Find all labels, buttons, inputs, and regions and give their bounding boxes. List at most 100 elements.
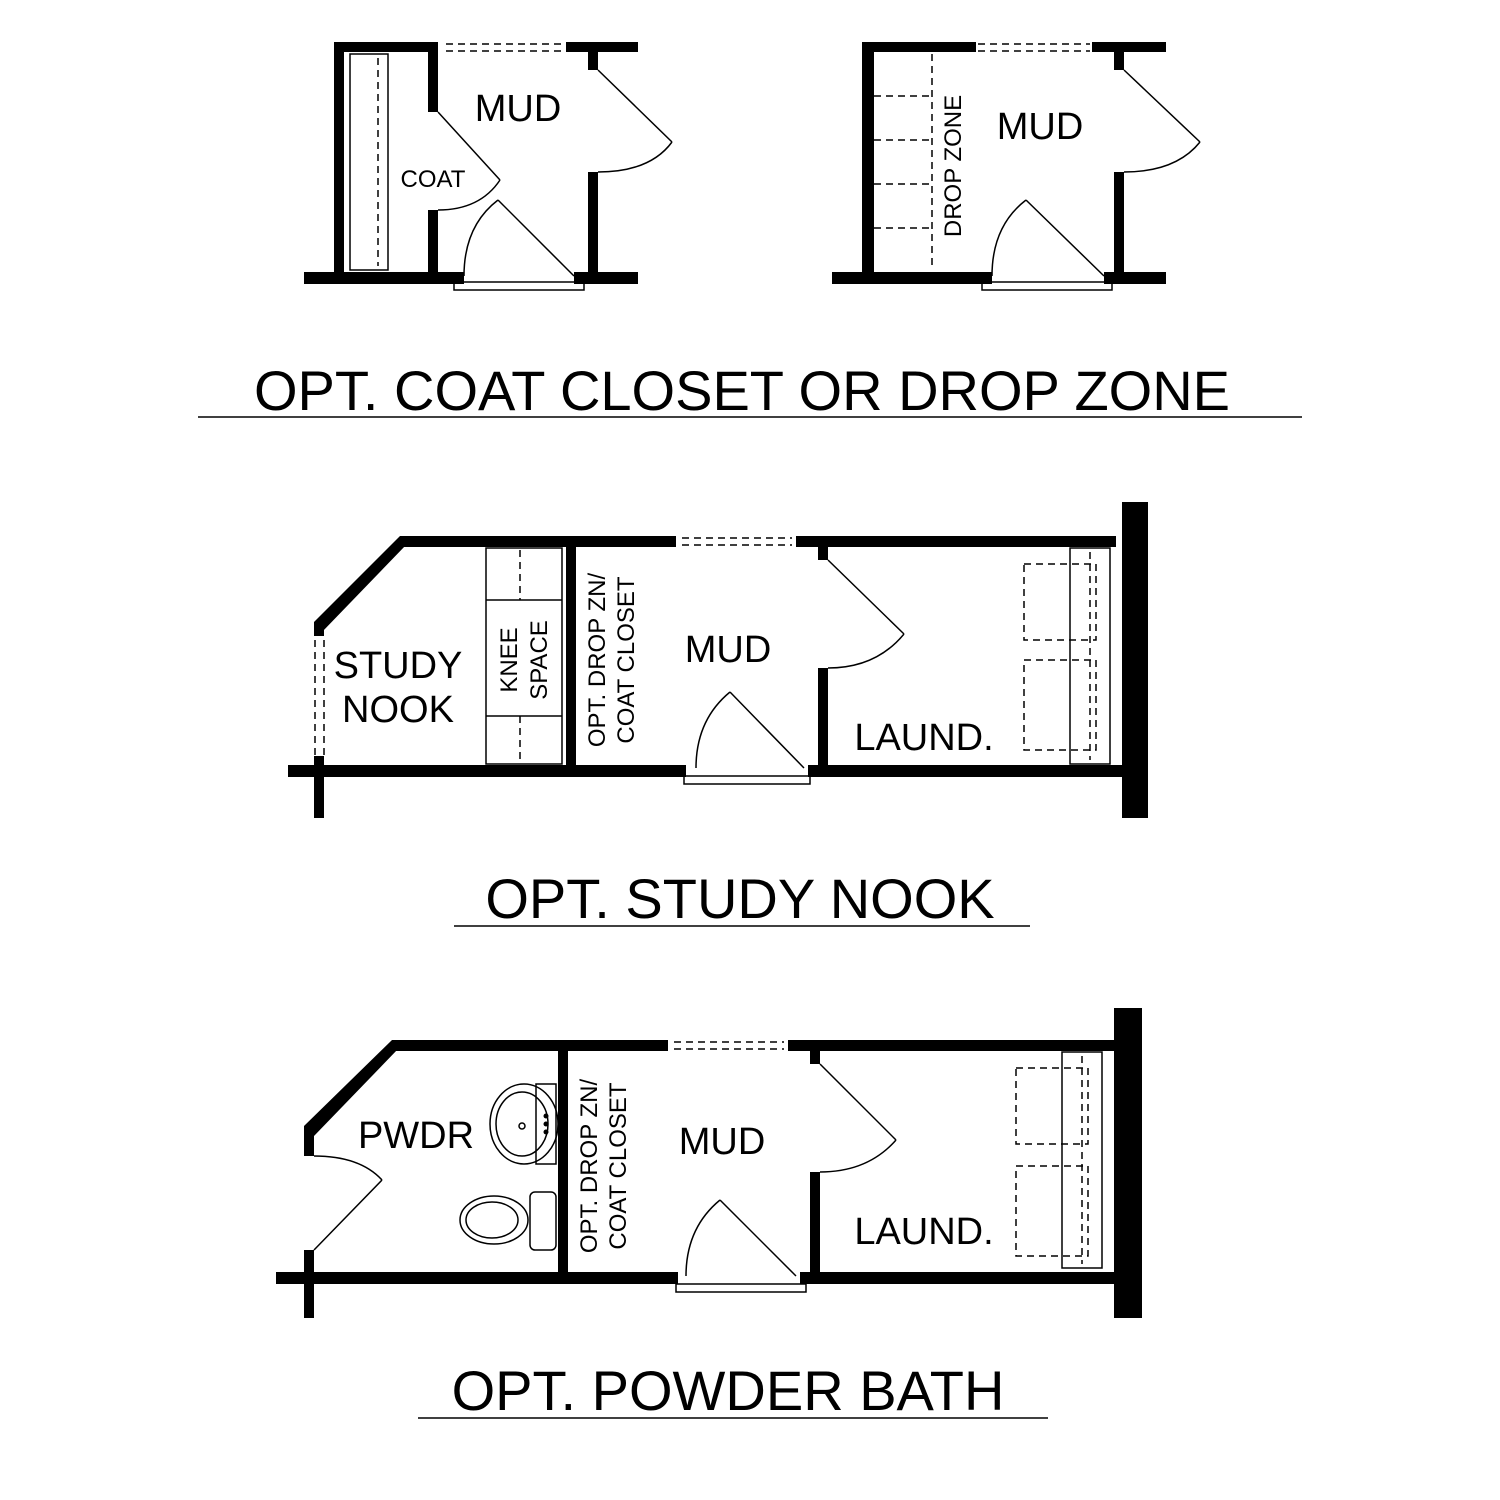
wall <box>826 536 1116 547</box>
wall <box>428 42 438 112</box>
coat-shelf <box>349 53 389 271</box>
plan-powder-bath: PWDR OPT. DROP ZN/ COAT CLOSET MUD LAUND… <box>276 1008 1142 1318</box>
wall <box>314 622 324 636</box>
room-label-drop-line1: OPT. DROP ZN/ <box>576 1079 603 1254</box>
title-coat-closet-or-drop-zone: OPT. COAT CLOSET OR DROP ZONE <box>254 359 1230 422</box>
vanity <box>535 1083 557 1165</box>
entry-door-swing <box>463 199 499 277</box>
wall <box>566 536 576 776</box>
wall <box>428 210 438 284</box>
wall <box>1122 502 1148 818</box>
room-label-coat: COAT <box>401 166 466 193</box>
desk <box>485 547 563 765</box>
wall <box>276 1272 678 1284</box>
room-label-mud: MUD <box>997 106 1084 148</box>
wall <box>304 1126 314 1156</box>
wall <box>810 1172 820 1282</box>
wall <box>288 765 686 777</box>
wall <box>334 42 438 52</box>
wall <box>1114 42 1124 70</box>
side-door-swing <box>1123 141 1201 173</box>
washer <box>1023 563 1097 641</box>
wall <box>862 42 874 282</box>
laundry-counter <box>1061 1051 1103 1269</box>
toilet-tank <box>529 1191 557 1251</box>
faucet <box>543 1121 549 1127</box>
sink <box>489 1083 559 1165</box>
wall <box>818 536 828 560</box>
entry-door-swing <box>685 1199 721 1277</box>
room-label-pwdr: PWDR <box>358 1115 474 1157</box>
title-study-nook: OPT. STUDY NOOK <box>485 867 994 930</box>
laundry-door-swing <box>819 1139 897 1173</box>
threshold <box>981 281 1113 291</box>
wall <box>566 42 638 52</box>
wall <box>314 756 324 818</box>
entry-door <box>719 1199 797 1277</box>
wall <box>800 1272 1114 1284</box>
room-label-mud: MUD <box>685 629 772 671</box>
room-label-study-line1: STUDY <box>334 645 463 687</box>
plan-drop-zone: MUD DROP ZONE <box>832 42 1201 291</box>
wall <box>818 668 828 776</box>
drain <box>518 1122 526 1130</box>
wall <box>788 1040 820 1051</box>
laundry-door-swing <box>827 633 905 669</box>
faucet <box>543 1129 549 1135</box>
room-label-knee-line2: SPACE <box>526 620 553 700</box>
wall <box>810 1040 820 1064</box>
powder-door <box>313 1179 383 1251</box>
side-door <box>1123 69 1201 143</box>
plan-study-nook: STUDY NOOK KNEE SPACE OPT. DROP ZN/ COAT… <box>288 502 1148 818</box>
wall <box>304 272 464 284</box>
room-label-laund: LAUND. <box>854 1211 993 1253</box>
laundry-door <box>819 1063 897 1141</box>
room-label-drop-line1: OPT. DROP ZN/ <box>584 573 611 748</box>
toilet-seat <box>465 1201 519 1239</box>
wall <box>558 1040 568 1284</box>
laundry-door <box>827 559 905 635</box>
threshold <box>683 775 811 785</box>
wall <box>588 42 598 70</box>
wall <box>808 765 1122 777</box>
laundry-counter <box>1069 547 1111 765</box>
washer <box>1015 1067 1089 1145</box>
entry-door-swing <box>991 199 1027 277</box>
side-door <box>597 69 673 143</box>
entry-door <box>1025 199 1105 277</box>
dryer <box>1023 659 1097 751</box>
wall <box>588 172 598 282</box>
sink-basin <box>495 1091 549 1157</box>
room-label-knee-line1: KNEE <box>496 627 523 692</box>
powder-door-swing <box>313 1155 383 1181</box>
room-label-drop-line2: COAT CLOSET <box>605 1082 632 1249</box>
room-label-drop-zone: DROP ZONE <box>940 95 967 237</box>
entry-door <box>497 199 575 277</box>
closet-door <box>437 111 501 181</box>
entry-door <box>729 691 805 769</box>
entry-door-swing <box>695 691 731 769</box>
room-label-study-line2: NOOK <box>342 689 454 731</box>
room-label-laund: LAUND. <box>854 717 993 759</box>
wall <box>832 272 992 284</box>
wall <box>1104 272 1166 284</box>
threshold <box>675 1283 807 1293</box>
wall <box>796 536 828 547</box>
room-label-mud: MUD <box>475 88 562 130</box>
title-powder-bath: OPT. POWDER BATH <box>452 1359 1005 1422</box>
faucet <box>543 1113 549 1119</box>
room-label-mud: MUD <box>679 1121 766 1163</box>
wall-diagonal <box>304 1040 398 1136</box>
wall <box>862 42 976 52</box>
wall <box>1114 172 1124 282</box>
wall <box>1092 42 1166 52</box>
wall <box>818 1040 1114 1051</box>
wall-diagonal <box>314 536 406 632</box>
closet-door-swing <box>437 179 501 211</box>
toilet-bowl <box>459 1195 529 1245</box>
room-label-drop-line2: COAT CLOSET <box>613 576 640 743</box>
wall <box>334 42 344 282</box>
wall <box>392 1040 668 1051</box>
plan-coat-closet: MUD COAT <box>304 42 673 291</box>
